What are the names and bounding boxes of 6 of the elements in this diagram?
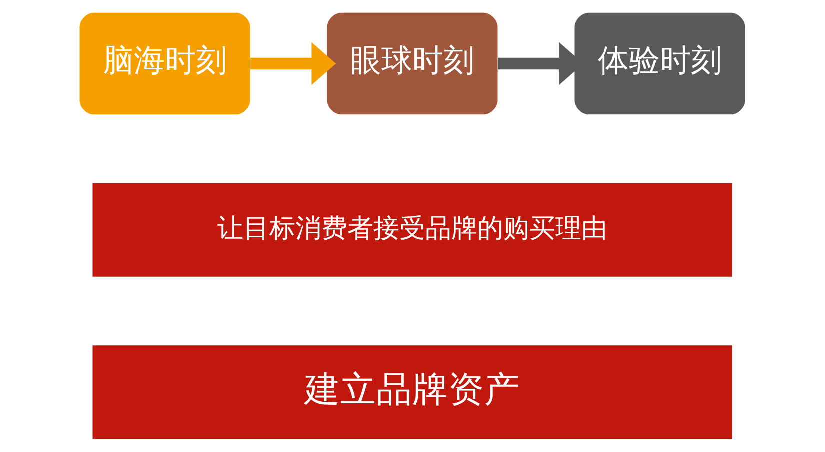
node-box: 眼球时刻 <box>327 12 498 115</box>
node-box: 建立品牌资产 <box>92 346 732 440</box>
node-box: 脑海时刻 <box>80 12 250 115</box>
node-box: 体验时刻 <box>574 12 746 115</box>
arrow <box>250 42 336 86</box>
node-box: 让目标消费者接受品牌的购买理由 <box>92 183 732 277</box>
